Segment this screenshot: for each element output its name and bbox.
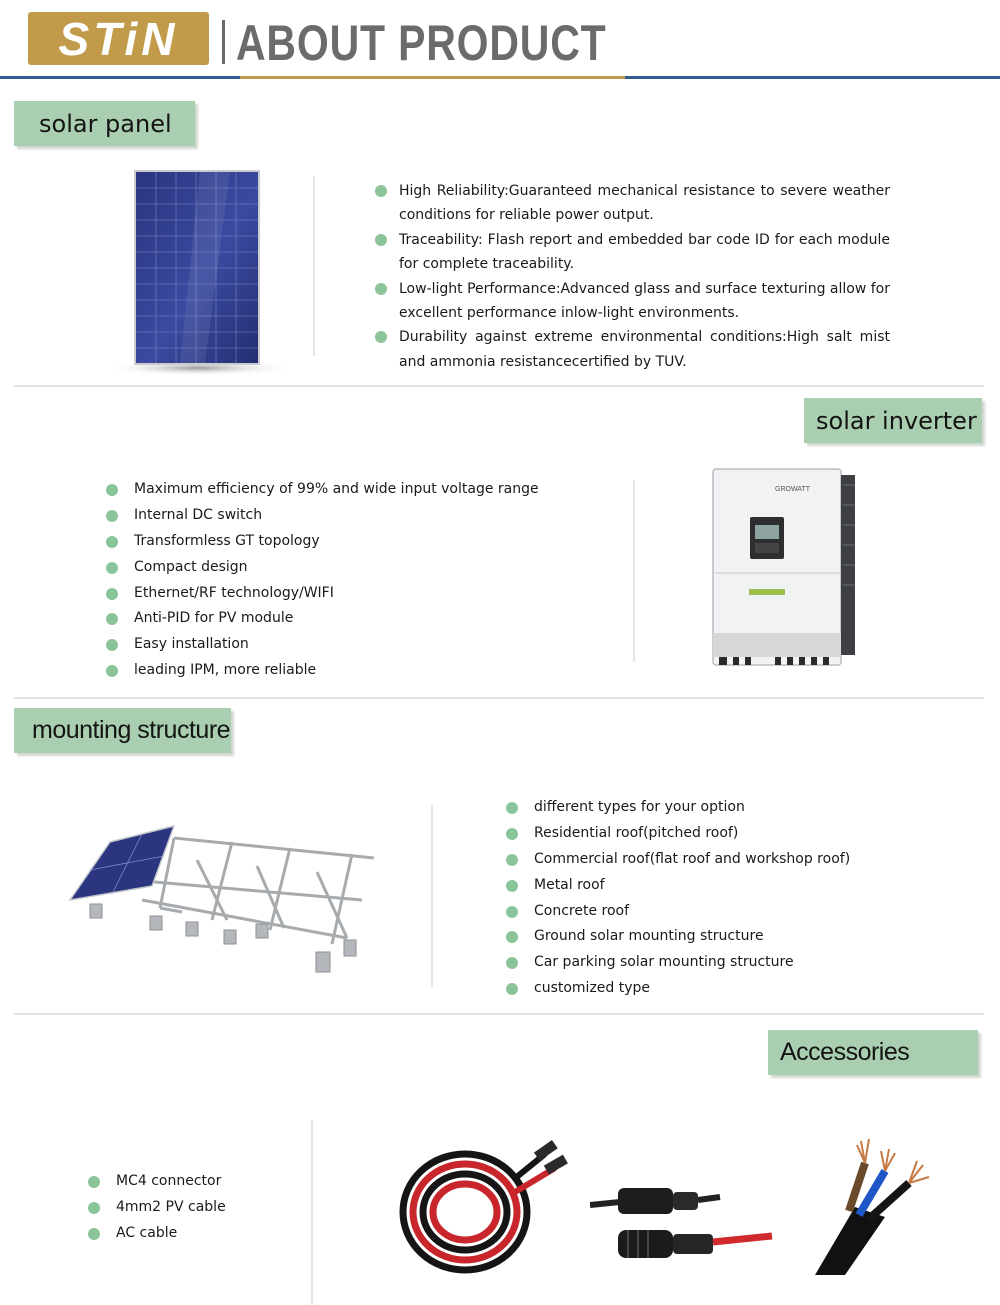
- mounting-structure-feature-list: different types for your option Resident…: [506, 796, 906, 1003]
- inverter-brand: GROWATT: [775, 486, 811, 493]
- list-item: Anti-PID for PV module: [106, 607, 566, 633]
- list-item: Metal roof: [506, 874, 906, 900]
- header-rule-accent: [240, 76, 625, 79]
- bullet-icon: [88, 1227, 100, 1240]
- vertical-divider: [633, 480, 635, 662]
- list-item: customized type: [506, 977, 906, 1003]
- section-title: solar inverter: [816, 406, 977, 435]
- mounting-structure-image: [68, 824, 375, 973]
- bullet-icon: [88, 1201, 100, 1214]
- bullet-icon: [106, 561, 118, 574]
- bullet-icon: [106, 484, 118, 496]
- list-item: Ethernet/RF technology/WIFI: [106, 582, 566, 608]
- section-label-mounting-structure: mounting structure: [14, 708, 231, 753]
- bullet-icon: [106, 535, 118, 548]
- section-title: mounting structure: [32, 716, 231, 744]
- bullet-icon: [506, 957, 518, 970]
- bullet-icon: [506, 802, 518, 814]
- logo-text: STiN: [58, 12, 179, 65]
- list-item: Easy installation: [106, 633, 566, 659]
- list-item: AC cable: [88, 1222, 308, 1248]
- list-item: Concrete roof: [506, 900, 906, 926]
- bullet-icon: [106, 613, 118, 626]
- vertical-divider: [311, 1120, 313, 1305]
- pv-cable-coil-image: [399, 1140, 568, 1274]
- mc4-connector-image: [590, 1188, 773, 1258]
- accessories-feature-list: MC4 connector 4mm2 PV cable AC cable: [88, 1170, 308, 1248]
- vertical-divider: [431, 805, 433, 987]
- list-item: Residential roof(pitched roof): [506, 822, 906, 848]
- header-divider: [222, 20, 225, 64]
- bullet-icon: [106, 639, 118, 652]
- list-item: High Reliability:Guaranteed mechanical r…: [375, 179, 890, 228]
- bullet-icon: [106, 509, 118, 522]
- section-label-accessories: Accessories: [768, 1030, 978, 1075]
- list-item: 4mm2 PV cable: [88, 1196, 308, 1222]
- list-item: Durability against extreme environmental…: [375, 325, 890, 374]
- list-item: leading IPM, more reliable: [106, 659, 566, 685]
- list-item: Commercial roof(flat roof and workshop r…: [506, 848, 906, 874]
- bullet-icon: [506, 983, 518, 996]
- list-item: Traceability: Flash report and embedded …: [375, 228, 890, 277]
- stin-logo: STiN: [28, 12, 209, 65]
- bullet-icon: [106, 587, 118, 600]
- section-title: Accessories: [780, 1038, 910, 1066]
- bullet-icon: [375, 282, 387, 295]
- vertical-divider: [313, 176, 315, 356]
- inverter-image: GROWATT: [712, 468, 855, 666]
- section-label-solar-inverter: solar inverter: [804, 398, 982, 443]
- list-item: Maximum efficiency of 99% and wide input…: [106, 478, 566, 504]
- solar-inverter-feature-list: Maximum efficiency of 99% and wide input…: [106, 478, 566, 685]
- bullet-icon: [506, 905, 518, 918]
- section-divider: [14, 697, 984, 699]
- list-item: Transformless GT topology: [106, 530, 566, 556]
- list-item: Low-light Performance:Advanced glass and…: [375, 277, 890, 326]
- bullet-icon: [506, 879, 518, 892]
- bullet-icon: [375, 233, 387, 246]
- bullet-icon: [506, 931, 518, 944]
- bullet-icon: [506, 827, 518, 840]
- section-divider: [14, 385, 984, 387]
- bullet-icon: [88, 1176, 100, 1188]
- ac-cable-image: [815, 1138, 930, 1275]
- bullet-icon: [506, 853, 518, 866]
- bullet-icon: [375, 185, 387, 197]
- list-item: Compact design: [106, 556, 566, 582]
- list-item: MC4 connector: [88, 1170, 308, 1196]
- bullet-icon: [375, 331, 387, 344]
- list-item: Car parking solar mounting structure: [506, 951, 906, 977]
- section-title: solar panel: [39, 109, 172, 138]
- bullet-icon: [106, 665, 118, 678]
- list-item: Ground solar mounting structure: [506, 925, 906, 951]
- solar-panel-image: [103, 170, 293, 376]
- list-item: different types for your option: [506, 796, 906, 822]
- page-header: STiN ABOUT PRODUCT: [0, 0, 1000, 80]
- page-title: ABOUT PRODUCT: [236, 15, 607, 71]
- list-item: Internal DC switch: [106, 504, 566, 530]
- section-divider: [14, 1013, 984, 1015]
- solar-panel-feature-list: High Reliability:Guaranteed mechanical r…: [375, 179, 890, 374]
- section-label-solar-panel: solar panel: [14, 101, 195, 146]
